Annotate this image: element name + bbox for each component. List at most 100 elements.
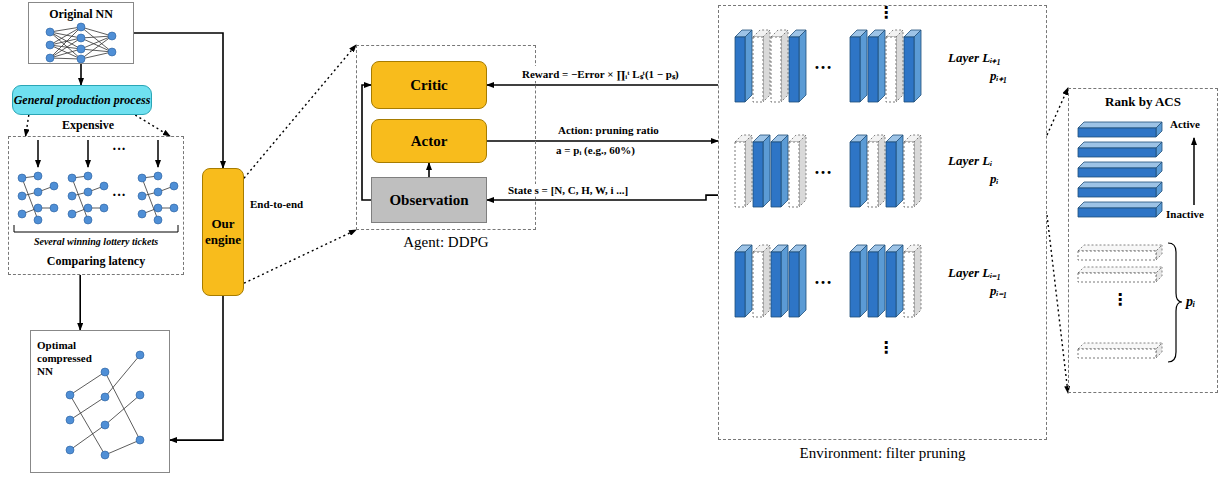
net-link (70, 397, 105, 420)
connector (428, 163, 430, 177)
slab-face (1078, 208, 1156, 217)
slab-face (1078, 245, 1162, 251)
connector (362, 85, 371, 200)
node-box: General production process (12, 85, 152, 115)
label: a = pᵢ (e.g., 60%) (556, 144, 635, 156)
node-text: Original NN (47, 7, 115, 22)
neuron (100, 182, 108, 190)
net-link (70, 425, 105, 450)
neuron (77, 34, 85, 42)
slab-face (799, 135, 806, 207)
net-link (105, 355, 140, 397)
connector (79, 275, 81, 330)
slab-face (735, 252, 745, 317)
slab-face (799, 245, 806, 317)
net-link (81, 36, 112, 59)
neuron (66, 391, 74, 399)
net-link (81, 52, 112, 59)
slab-face (753, 252, 763, 317)
neuron (138, 192, 146, 200)
neuron (77, 45, 85, 53)
slab-face (878, 30, 885, 102)
slab-face (860, 30, 867, 102)
slab-face (1078, 122, 1162, 128)
node-text: Actor (411, 133, 448, 150)
neuron (50, 204, 58, 212)
net-link (50, 49, 81, 58)
net-link (81, 38, 112, 52)
net-link (81, 27, 112, 36)
down-arrow (87, 140, 89, 167)
down-arrow (157, 140, 159, 167)
label: pᵢ₊₁ (990, 66, 1007, 84)
slab-face (753, 142, 763, 207)
net-link (81, 49, 112, 52)
slab-face (896, 135, 903, 207)
slab-face (868, 245, 885, 252)
slab-face (781, 30, 788, 102)
node-text: Several winning lottery tickets (34, 236, 158, 247)
neuron (46, 28, 54, 36)
slab-face (1078, 182, 1162, 188)
label: Inactive (1166, 208, 1204, 220)
slab-face (850, 142, 860, 207)
down-arrow (37, 140, 39, 167)
slab-face (868, 37, 878, 102)
neuron (154, 172, 162, 180)
slab-face (886, 135, 903, 142)
slab-face (850, 135, 867, 142)
neuron (50, 182, 58, 190)
slab-face (896, 245, 903, 317)
slab-face (914, 135, 921, 207)
slab-face (886, 30, 903, 37)
label: pᵢ (990, 171, 999, 187)
node-box: Observation (371, 177, 487, 223)
slab-face (763, 135, 770, 207)
slab-face (771, 252, 781, 317)
slab-face (753, 37, 763, 102)
slab-face (745, 245, 752, 317)
slab-face (886, 142, 896, 207)
rank-arrow (1193, 138, 1195, 205)
connector (244, 45, 356, 178)
slab-face (886, 37, 896, 102)
node-text: Critic (410, 77, 447, 94)
neuron (108, 48, 116, 56)
slab-face (771, 245, 788, 252)
label: ⋮ (878, 340, 894, 356)
slab-face (850, 30, 867, 37)
label: pᵢ (1186, 294, 1195, 310)
slab-face (781, 135, 788, 207)
slab-face (914, 30, 921, 102)
neuron (34, 204, 42, 212)
connector (487, 140, 718, 142)
slab-face (886, 252, 896, 317)
connector (80, 64, 82, 85)
slab-face (735, 37, 745, 102)
neuron (101, 368, 109, 376)
neuron (138, 174, 146, 182)
neuron (46, 54, 54, 62)
slab-face (753, 245, 770, 252)
node-text: General production process (14, 93, 151, 108)
label: Active (1170, 118, 1200, 130)
slab-face (1078, 202, 1162, 208)
connector (244, 230, 356, 283)
neuron (154, 216, 162, 224)
slab-face (771, 142, 781, 207)
neuron (34, 216, 42, 224)
slab-face (850, 37, 860, 102)
node-box: Several winning lottery ticketsComparing… (8, 136, 184, 275)
slab-face (735, 142, 745, 207)
net-link (50, 45, 81, 59)
net-link (50, 38, 81, 45)
label: Layer Lᵢ₊₁ (948, 48, 1001, 66)
node-box: Critic (371, 61, 487, 109)
label: Expensive (62, 118, 114, 133)
neuron (84, 204, 92, 212)
slab-face (914, 245, 921, 317)
node-box: Rank by ACS (1068, 88, 1218, 393)
node-text: Optimal compressed NN (37, 339, 99, 379)
slab-face (860, 245, 867, 317)
